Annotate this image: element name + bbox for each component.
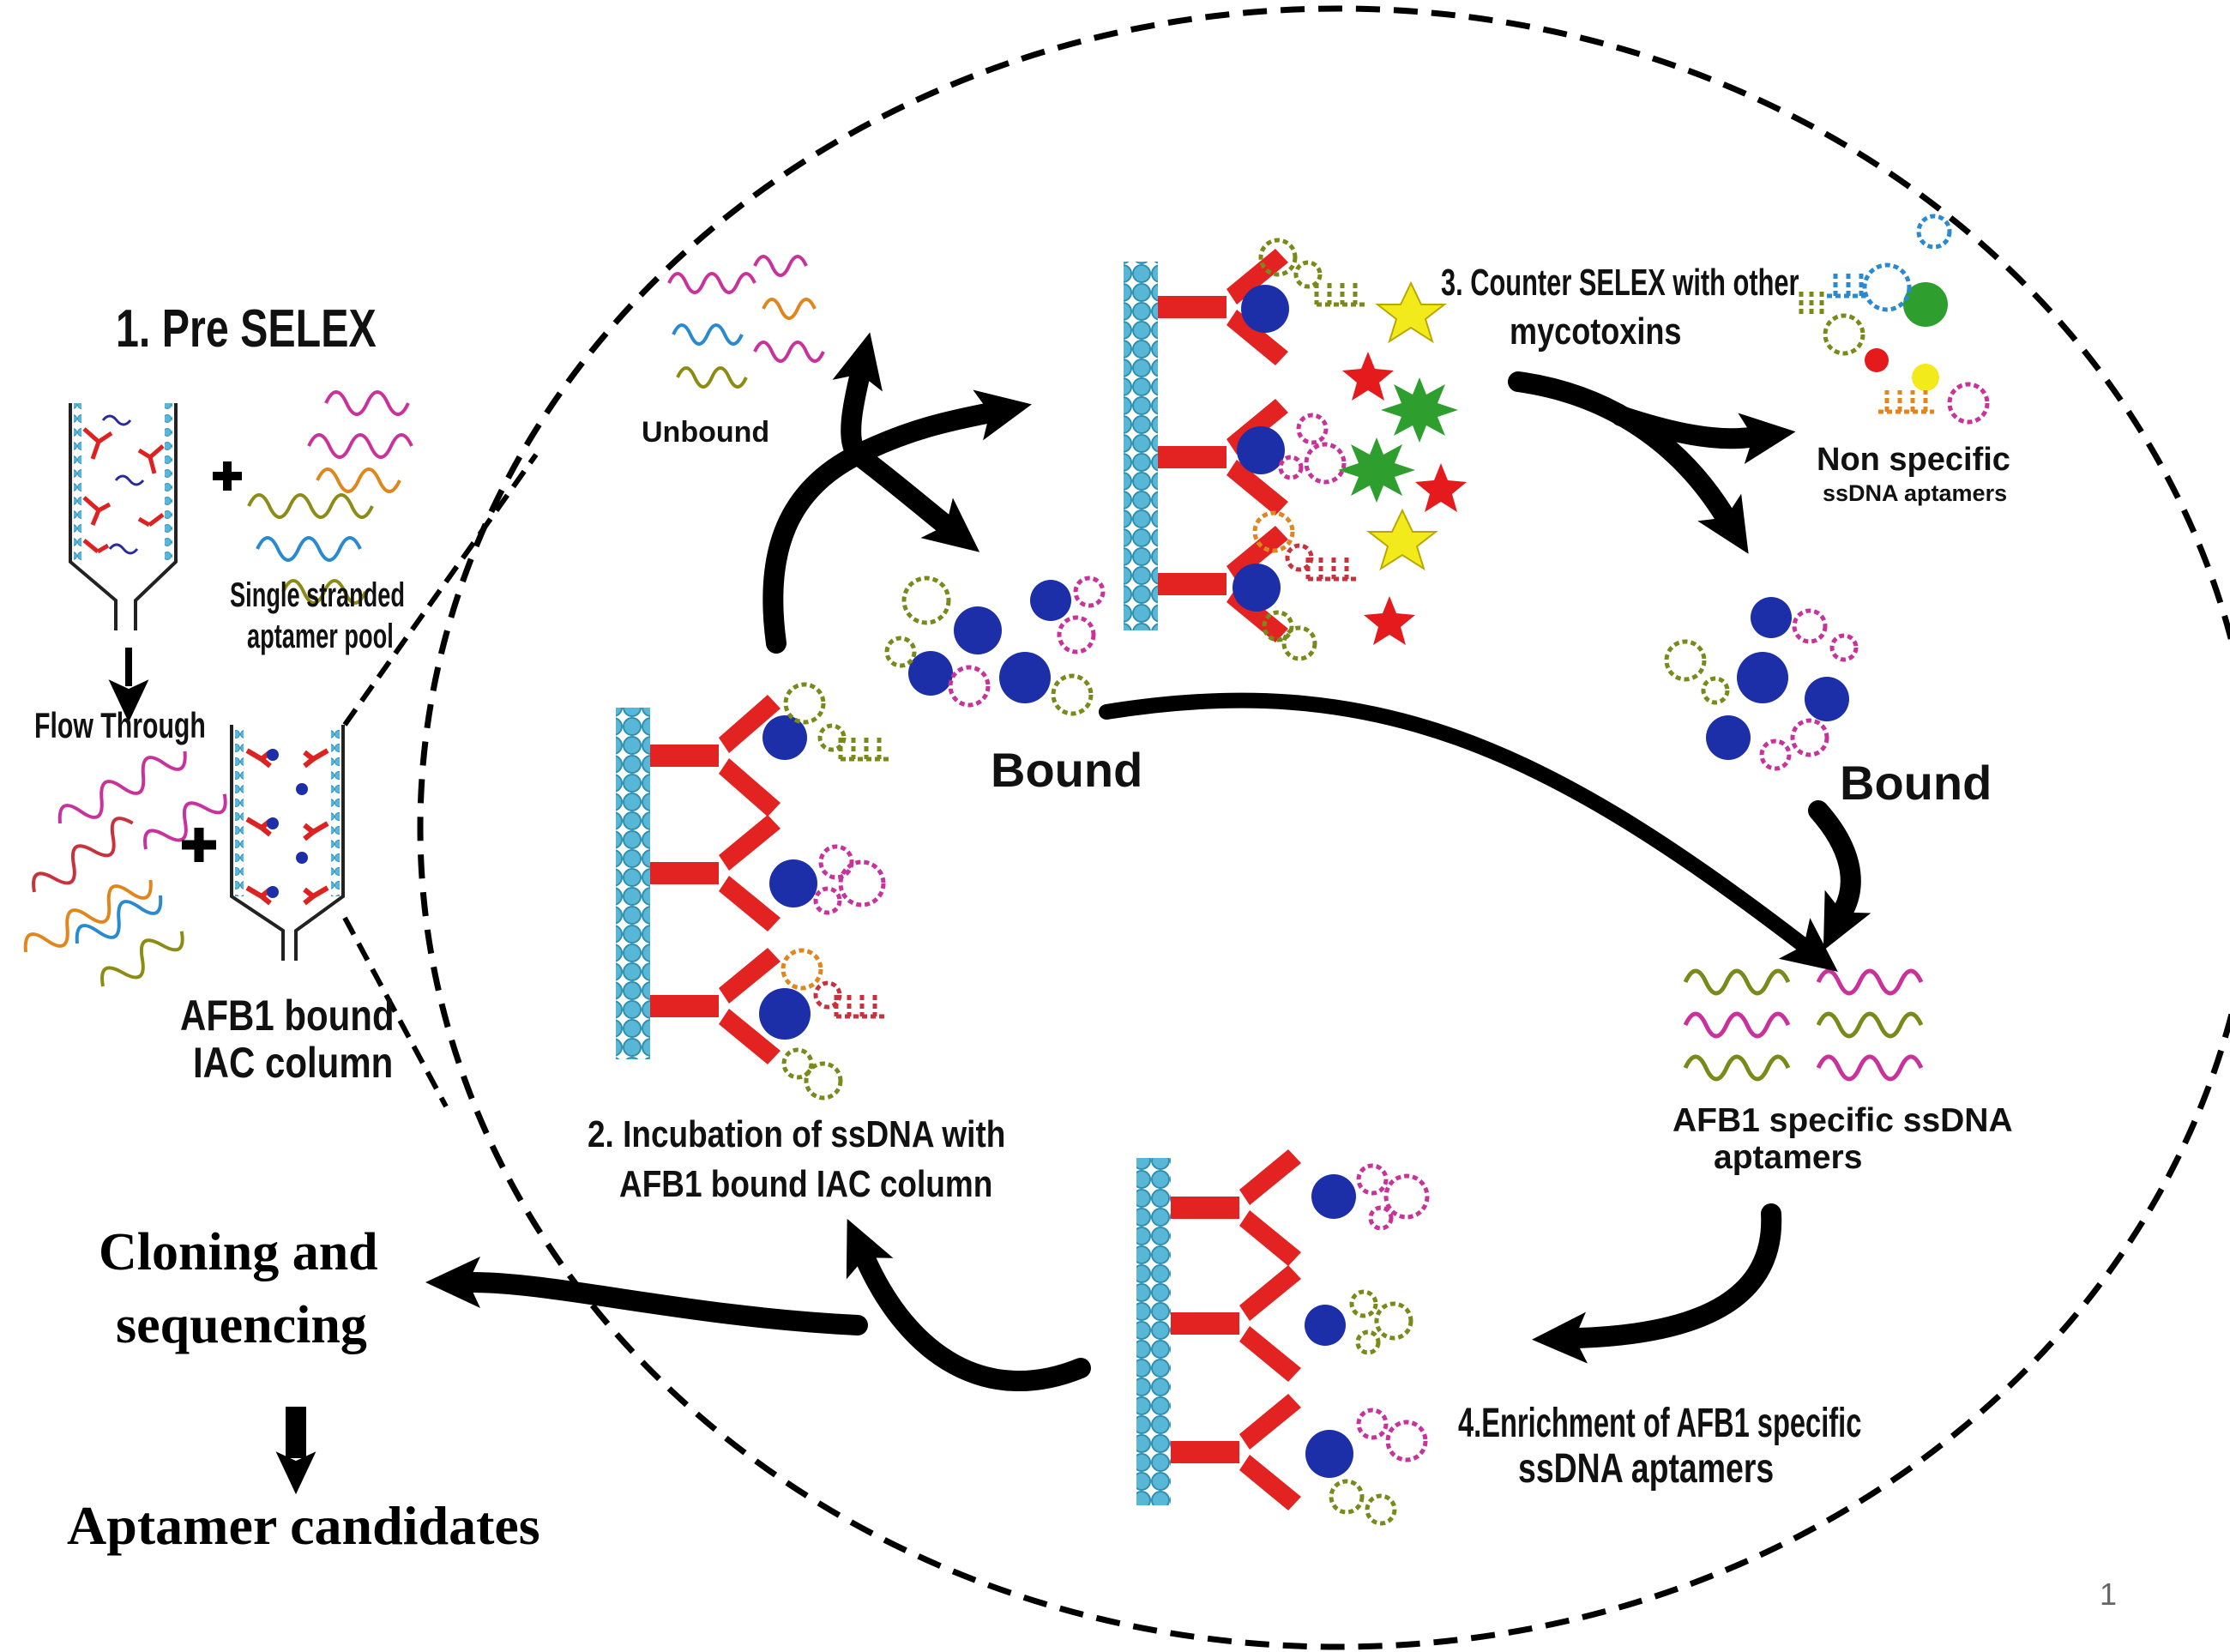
column-stack-step2	[616, 682, 892, 1100]
arrow-to-counter-selex	[847, 389, 1032, 465]
afb1-bound-label: AFB1 bound	[180, 992, 395, 1040]
arrow-step2-to-branch	[762, 444, 868, 654]
column-stack-step4	[1136, 1149, 1430, 1526]
single-stranded-label: Single stranded	[230, 576, 406, 614]
zoom-line-bottom	[342, 916, 449, 1108]
afb1-specific-strands	[1683, 968, 1924, 1082]
cloning-line1: Cloning and	[99, 1223, 378, 1281]
plus-sign-icon-2	[182, 828, 216, 862]
enrichment-line2: ssDNA aptamers	[1518, 1446, 1775, 1492]
iac-column-label: IAC column	[193, 1039, 394, 1087]
afb1-iac-column-icon	[230, 725, 345, 961]
pre-selex-column-icon	[69, 403, 178, 630]
bound-label-center: Bound	[991, 743, 1143, 797]
nonspecific-line2: ssDNA aptamers	[1823, 480, 2008, 506]
arrow-to-cloning	[425, 1257, 868, 1335]
unbound-label: Unbound	[642, 416, 770, 449]
incubation-line2: AFB1 bound IAC column	[619, 1163, 993, 1205]
enrichment-line1: 4.Enrichment of AFB1 specific	[1458, 1401, 1862, 1446]
unbound-strands	[667, 255, 825, 389]
pre-selex-title: 1. Pre SELEX	[116, 299, 377, 359]
arrow-to-nonspecific	[1611, 406, 1796, 465]
arrow-to-bound-center	[847, 444, 980, 552]
arrow-enrichment-to-incubation	[846, 1218, 1091, 1391]
flow-through-strands	[23, 751, 227, 987]
selex-cycle-circle	[417, 5, 2230, 1650]
column-stack-step3	[1124, 238, 1368, 661]
aptamer-pool-strands	[247, 390, 413, 605]
cloning-line2: sequencing	[116, 1296, 367, 1354]
counter-selex-line1: 3. Counter SELEX with other	[1441, 262, 1799, 304]
flow-through-label: Flow Through	[34, 705, 206, 745]
arrow-counter-curve	[1508, 371, 1749, 554]
arrow-bound-right-to-afb1	[1808, 800, 1871, 951]
nonspecific-aptamers	[1799, 214, 1990, 425]
afb1-specific-line2: aptamers	[1714, 1139, 1863, 1176]
bound-label-right: Bound	[1840, 756, 1992, 810]
bound-complexes-right	[1664, 597, 1859, 771]
plus-sign-icon	[213, 461, 242, 491]
zoom-line-top	[342, 453, 539, 727]
incubation-line1: 2. Incubation of ssDNA with	[588, 1113, 1006, 1155]
nonspecific-line1: Non specific	[1817, 442, 2010, 478]
afb1-specific-line1: AFB1 specific ssDNA	[1672, 1102, 2013, 1139]
bound-complexes-center	[884, 576, 1106, 716]
counter-selex-line2: mycotoxins	[1510, 311, 1682, 353]
flow-arrows	[425, 332, 1871, 1391]
mycotoxin-stars	[1338, 280, 1467, 645]
arrow-bound-center-to-afb1	[1099, 692, 1838, 972]
aptamer-candidates-label: Aptamer candidates	[67, 1495, 540, 1556]
aptamer-pool-label: aptamer pool	[247, 618, 394, 655]
page-number: 1	[2100, 1577, 2118, 1612]
arrow-afb1-to-enrichment	[1532, 1203, 1782, 1364]
